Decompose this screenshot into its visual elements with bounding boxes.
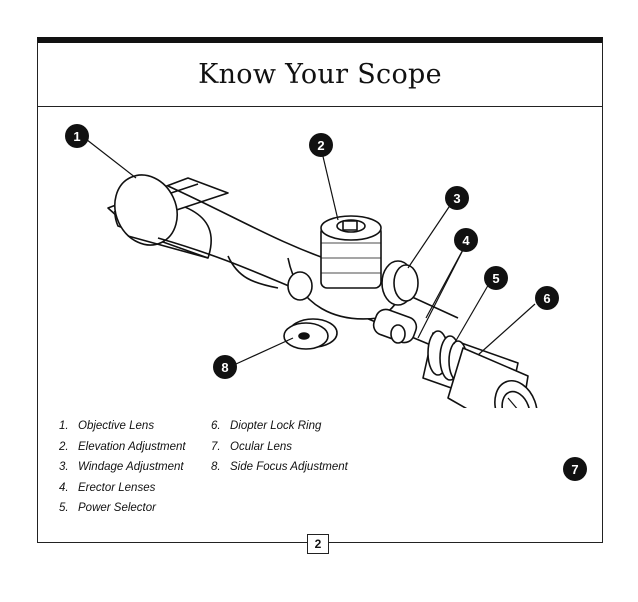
callout-8: 8 [213,355,237,379]
title-bar: Know Your Scope [37,43,603,107]
scope-illustration [81,135,538,408]
callout-5: 5 [484,266,508,290]
callout-1: 1 [65,124,89,148]
callout-7: 7 [563,457,587,481]
legend-item: 6.Diopter Lock Ring [211,420,322,432]
legend-item: 4.Erector Lenses [59,481,156,494]
legend-left: 1.Objective Lens 2.Elevation Adjustment … [59,416,186,519]
legend-right: 6.Diopter Lock Ring 7.Ocular Lens 8.Side… [211,416,348,478]
page-number: 2 [307,534,329,554]
callout-2: 2 [309,133,333,157]
page-title: Know Your Scope [198,59,442,90]
legend-item: 1.Objective Lens [59,420,155,432]
legend-item: 7.Ocular Lens [211,440,293,453]
callout-3: 3 [445,186,469,210]
legend-item: 5.Power Selector [59,502,156,514]
legend-item: 8.Side Focus Adjustment [211,461,348,473]
legend-item: 2.Elevation Adjustment [59,440,186,453]
legend-item: 3.Windage Adjustment [59,461,184,473]
callout-4: 4 [454,228,478,252]
callout-6: 6 [535,286,559,310]
